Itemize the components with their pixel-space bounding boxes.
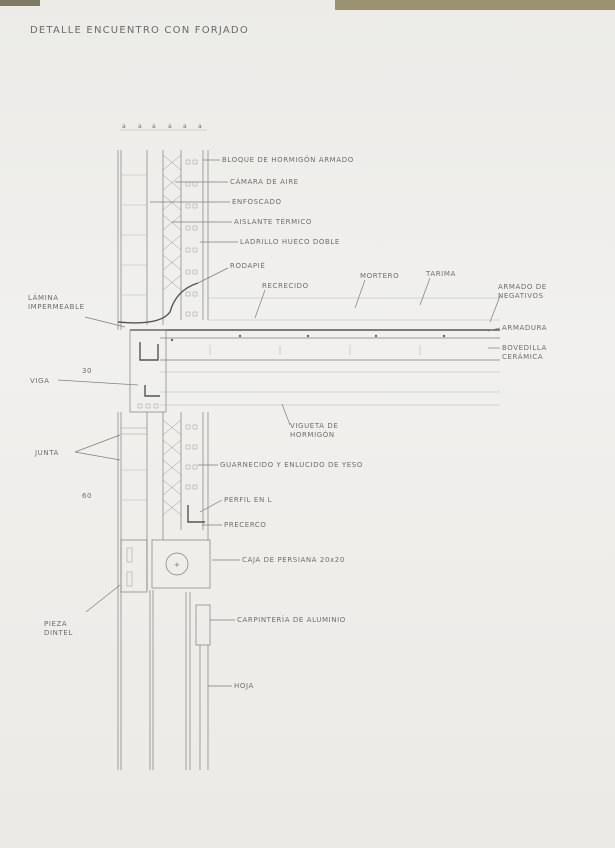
label-junta: JUNTA	[34, 449, 59, 457]
drawing-title: DETALLE ENCUENTRO CON FORJADO	[30, 25, 249, 36]
label-enfoscado: ENFOSCADO	[232, 198, 282, 206]
label-guarnecido: GUARNECIDO Y ENLUCIDO DE YESO	[220, 461, 363, 469]
svg-text:a: a	[122, 123, 126, 130]
leader-lines	[57, 159, 501, 687]
label-viga: VIGA	[30, 377, 49, 385]
label-perfil: PERFIL EN L	[224, 496, 272, 504]
background-corner	[335, 0, 615, 10]
top-dimension-ticks: a a a a a a	[120, 123, 207, 131]
label-hoja: HOJA	[234, 682, 254, 690]
annotation-labels: BLOQUE DE HORMIGÓN ARMADO CÁMARA DE AIRE…	[28, 155, 547, 690]
perfil-l-line	[187, 505, 205, 523]
svg-text:a: a	[138, 123, 142, 130]
label-tarima: TARIMA	[425, 270, 456, 278]
wall-section-lower: +	[117, 412, 211, 770]
svg-text:a: a	[183, 123, 187, 130]
label-camara-aire: CÁMARA DE AIRE	[230, 177, 299, 186]
label-bloque-hormigon: BLOQUE DE HORMIGÓN ARMADO	[222, 155, 354, 164]
label-precerco: PRECERCO	[224, 521, 267, 529]
label-dim-60: 60	[82, 492, 92, 500]
label-mortero: MORTERO	[360, 272, 399, 280]
svg-text:+: +	[174, 561, 180, 569]
lamina-impermeable-line	[117, 282, 199, 324]
viga-section	[129, 329, 167, 413]
slab-section	[130, 297, 500, 406]
label-carpinteria: CARPINTERÍA DE ALUMINIO	[237, 615, 346, 624]
svg-text:a: a	[198, 123, 202, 130]
svg-text:a: a	[168, 123, 172, 130]
label-ladrillo: LADRILLO HUECO DOBLE	[240, 238, 340, 246]
label-armadura: ARMADURA	[502, 324, 547, 332]
label-caja-persiana: CAJA DE PERSIANA 20x20	[242, 556, 345, 564]
svg-text:a: a	[152, 123, 156, 130]
label-aislante: AISLANTE TÉRMICO	[234, 217, 312, 226]
label-recrecido: RECRECIDO	[262, 282, 309, 290]
background-corner	[0, 0, 40, 6]
wall-section-upper	[117, 150, 209, 330]
label-rodapie: RODAPIÉ	[230, 261, 265, 270]
label-dim-30: 30	[82, 367, 92, 375]
